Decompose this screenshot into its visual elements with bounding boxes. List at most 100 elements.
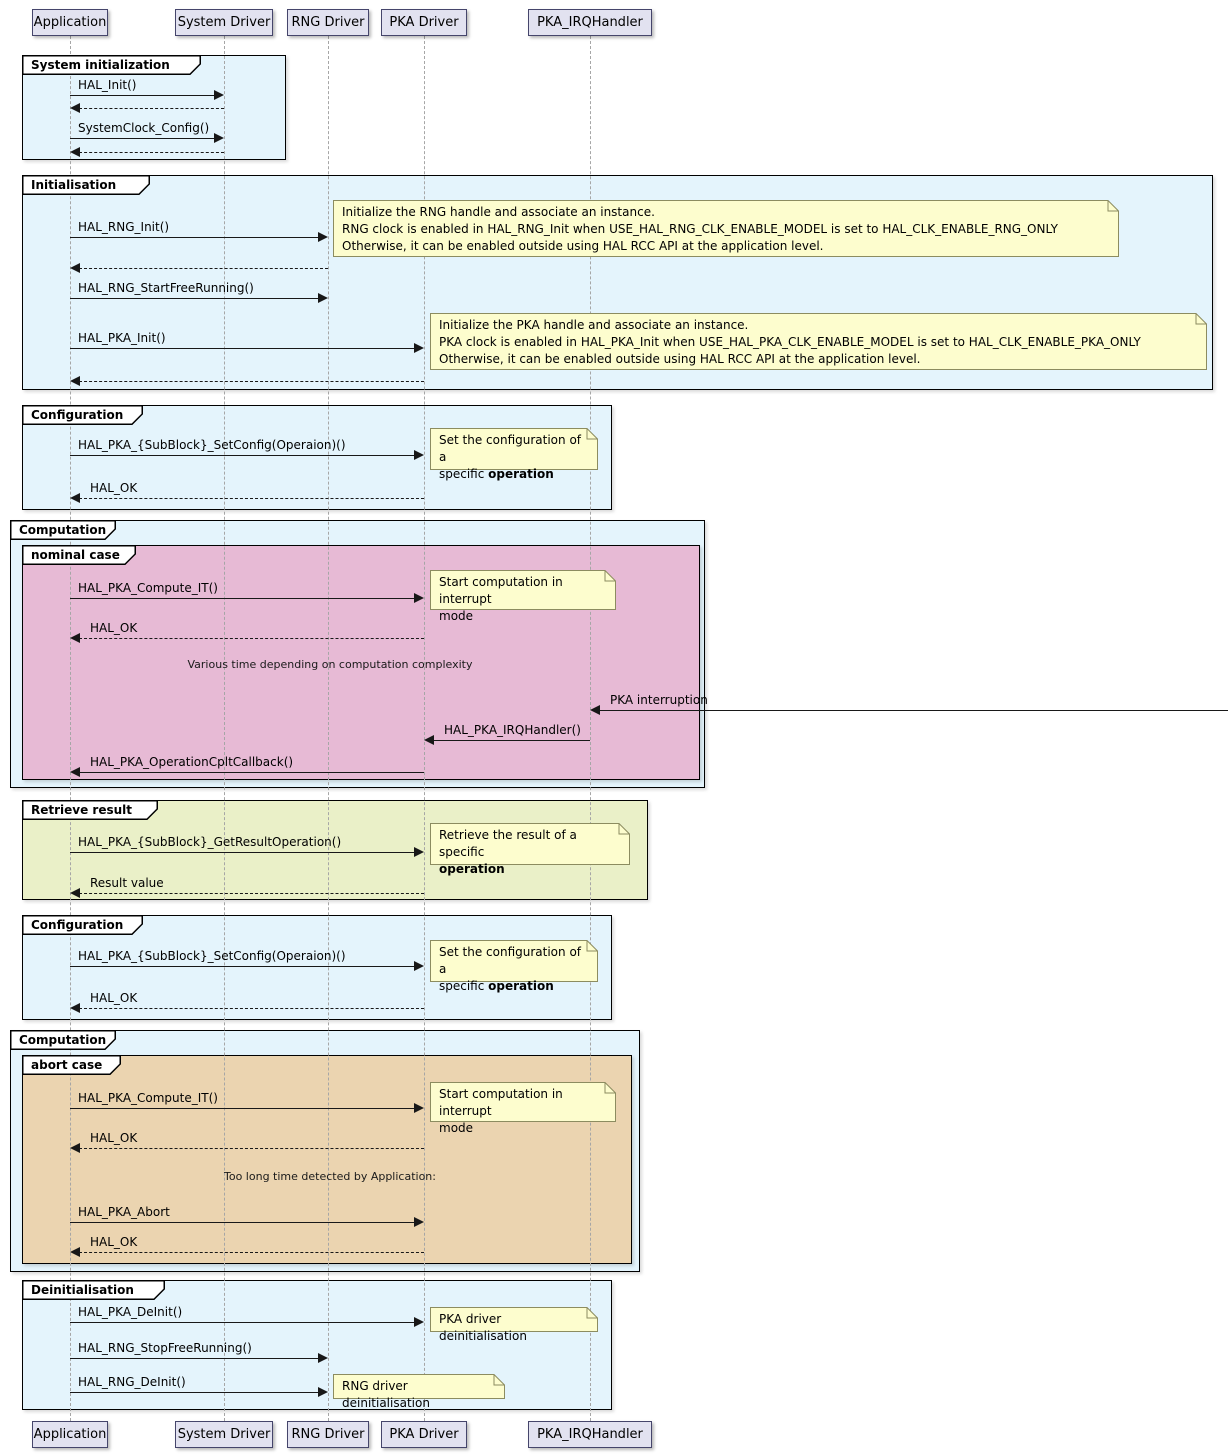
- frame-title-text: Retrieve result: [31, 803, 133, 817]
- message-line-hal-ok: [79, 638, 424, 639]
- message-line-hal-pka-deinit: [70, 1322, 415, 1323]
- message-line-hal-pka-subblock-setconfig-operaion: [70, 966, 415, 967]
- message-line-hal-rng-startfreerunning: [70, 298, 319, 299]
- frame-deinitialisation: [22, 1280, 612, 1410]
- arrowhead-right: [414, 1317, 424, 1327]
- message-line-hal-pka-compute-it: [70, 598, 415, 599]
- frame-title-text: abort case: [31, 1058, 103, 1072]
- message-label-hal-pka-compute-it: HAL_PKA_Compute_IT(): [78, 581, 218, 595]
- note-shape: [333, 200, 1119, 257]
- message-label-hal-init: HAL_Init(): [78, 78, 137, 92]
- participant-pka-irqhandler-top: PKA_IRQHandler: [528, 9, 652, 36]
- message-label-hal-rng-deinit: HAL_RNG_DeInit(): [78, 1375, 186, 1389]
- frame-label-pentagon: [10, 1030, 116, 1050]
- lifeline-system-driver: [223, 36, 225, 1421]
- lifeline-pka-driver: [423, 36, 425, 1421]
- participant-label: RNG Driver: [291, 15, 365, 30]
- frame-label-pentagon: [22, 545, 136, 565]
- arrowhead-right: [414, 593, 424, 603]
- note-shape: [430, 823, 630, 865]
- arrowhead-left: [70, 767, 80, 777]
- note-9: RNG driver deinitialisation: [333, 1374, 505, 1410]
- frame-title-text: Configuration: [31, 408, 124, 422]
- arrowhead-left: [70, 147, 80, 157]
- frame-label-pentagon: [10, 520, 116, 540]
- message-line-item: [79, 381, 424, 382]
- message-label-hal-pka-abort: HAL_PKA_Abort: [78, 1205, 170, 1219]
- participant-pka-driver-top: PKA Driver: [381, 9, 467, 36]
- arrowhead-left: [70, 376, 80, 386]
- arrowhead-right: [414, 961, 424, 971]
- frame-label-pentagon: [22, 1280, 165, 1300]
- frame-title-text: nominal case: [31, 548, 120, 562]
- message-label-hal-pka-subblock-getresultoperation: HAL_PKA_{SubBlock}_GetResultOperation(): [78, 835, 342, 849]
- arrowhead-right: [414, 1103, 424, 1113]
- arrowhead-right: [318, 232, 328, 242]
- frame-title-abort-case: abort case: [22, 1055, 121, 1075]
- note-2: Initialize the PKA handle and associate …: [430, 313, 1207, 370]
- participant-application-bottom: Application: [32, 1421, 108, 1448]
- frame-title-text: System initialization: [31, 58, 170, 72]
- message-line-hal-pka-subblock-getresultoperation: [70, 852, 415, 853]
- message-line-hal-pka-abort: [70, 1222, 415, 1223]
- note-8: PKA driver deinitialisation: [430, 1307, 598, 1343]
- frame-title-computation: Computation: [10, 520, 116, 540]
- note-text: RNG driver deinitialisation: [342, 1379, 430, 1410]
- participant-label: System Driver: [177, 15, 271, 30]
- frame-title-text: Computation: [19, 1033, 107, 1047]
- participant-rng-driver-bottom: RNG Driver: [287, 1421, 369, 1448]
- message-label-systemclock-config: SystemClock_Config(): [78, 121, 210, 135]
- arrowhead-right: [414, 343, 424, 353]
- frame-title-system-initialization: System initialization: [22, 55, 201, 75]
- note-text: Initialize the RNG handle and associate …: [342, 205, 1058, 253]
- message-label-hal-rng-stopfreerunning: HAL_RNG_StopFreeRunning(): [78, 1341, 252, 1355]
- message-line-hal-pka-subblock-setconfig-operaion: [70, 455, 415, 456]
- lifeline-application: [69, 36, 71, 1421]
- frame-title-computation: Computation: [10, 1030, 116, 1050]
- message-line-hal-pka-operationcpltcallback: [79, 772, 424, 773]
- message-label-hal-pka-operationcpltcallback: HAL_PKA_OperationCpltCallback(): [90, 755, 294, 769]
- message-line-hal-ok: [79, 498, 424, 499]
- note-text: PKA driver deinitialisation: [439, 1312, 527, 1343]
- arrowhead-right: [414, 1217, 424, 1227]
- frame-label-pentagon: [22, 405, 143, 425]
- message-line-hal-pka-init: [70, 348, 415, 349]
- note-shape: [333, 1374, 505, 1399]
- participant-label: RNG Driver: [291, 1427, 365, 1442]
- delay-text-too-long-time-detected-b: Too long time detected by Application:: [224, 1170, 436, 1183]
- participant-label: PKA_IRQHandler: [537, 1427, 643, 1442]
- note-1: Initialize the RNG handle and associate …: [333, 200, 1119, 257]
- lifeline-rng-driver: [327, 36, 329, 1421]
- arrowhead-left: [70, 633, 80, 643]
- message-line-hal-pka-irqhandler: [433, 740, 590, 741]
- frame-title-text: Configuration: [31, 918, 124, 932]
- participant-system-driver-bottom: System Driver: [175, 1421, 273, 1448]
- frame-label-pentagon: [22, 175, 150, 195]
- message-line-pka-interruption: [599, 710, 1228, 711]
- note-shape: [430, 1082, 616, 1122]
- arrowhead-right: [414, 450, 424, 460]
- note-shape: [430, 313, 1207, 370]
- message-line-result-value: [79, 893, 424, 894]
- message-line-hal-init: [70, 95, 215, 96]
- participant-pka-irqhandler-bottom: PKA_IRQHandler: [528, 1421, 652, 1448]
- note-shape: [430, 570, 616, 610]
- arrowhead-right: [214, 90, 224, 100]
- frame-title-deinitialisation: Deinitialisation: [22, 1280, 165, 1300]
- message-line-hal-ok: [79, 1252, 424, 1253]
- message-line-item: [79, 108, 224, 109]
- frame-label-pentagon: [22, 800, 158, 820]
- message-line-hal-pka-compute-it: [70, 1108, 415, 1109]
- message-label-hal-pka-compute-it: HAL_PKA_Compute_IT(): [78, 1091, 218, 1105]
- frame-title-configuration: Configuration: [22, 405, 143, 425]
- message-label-hal-pka-irqhandler: HAL_PKA_IRQHandler(): [444, 723, 581, 737]
- participant-rng-driver-top: RNG Driver: [287, 9, 369, 36]
- message-label-hal-ok: HAL_OK: [90, 991, 138, 1005]
- message-label-hal-ok: HAL_OK: [90, 481, 138, 495]
